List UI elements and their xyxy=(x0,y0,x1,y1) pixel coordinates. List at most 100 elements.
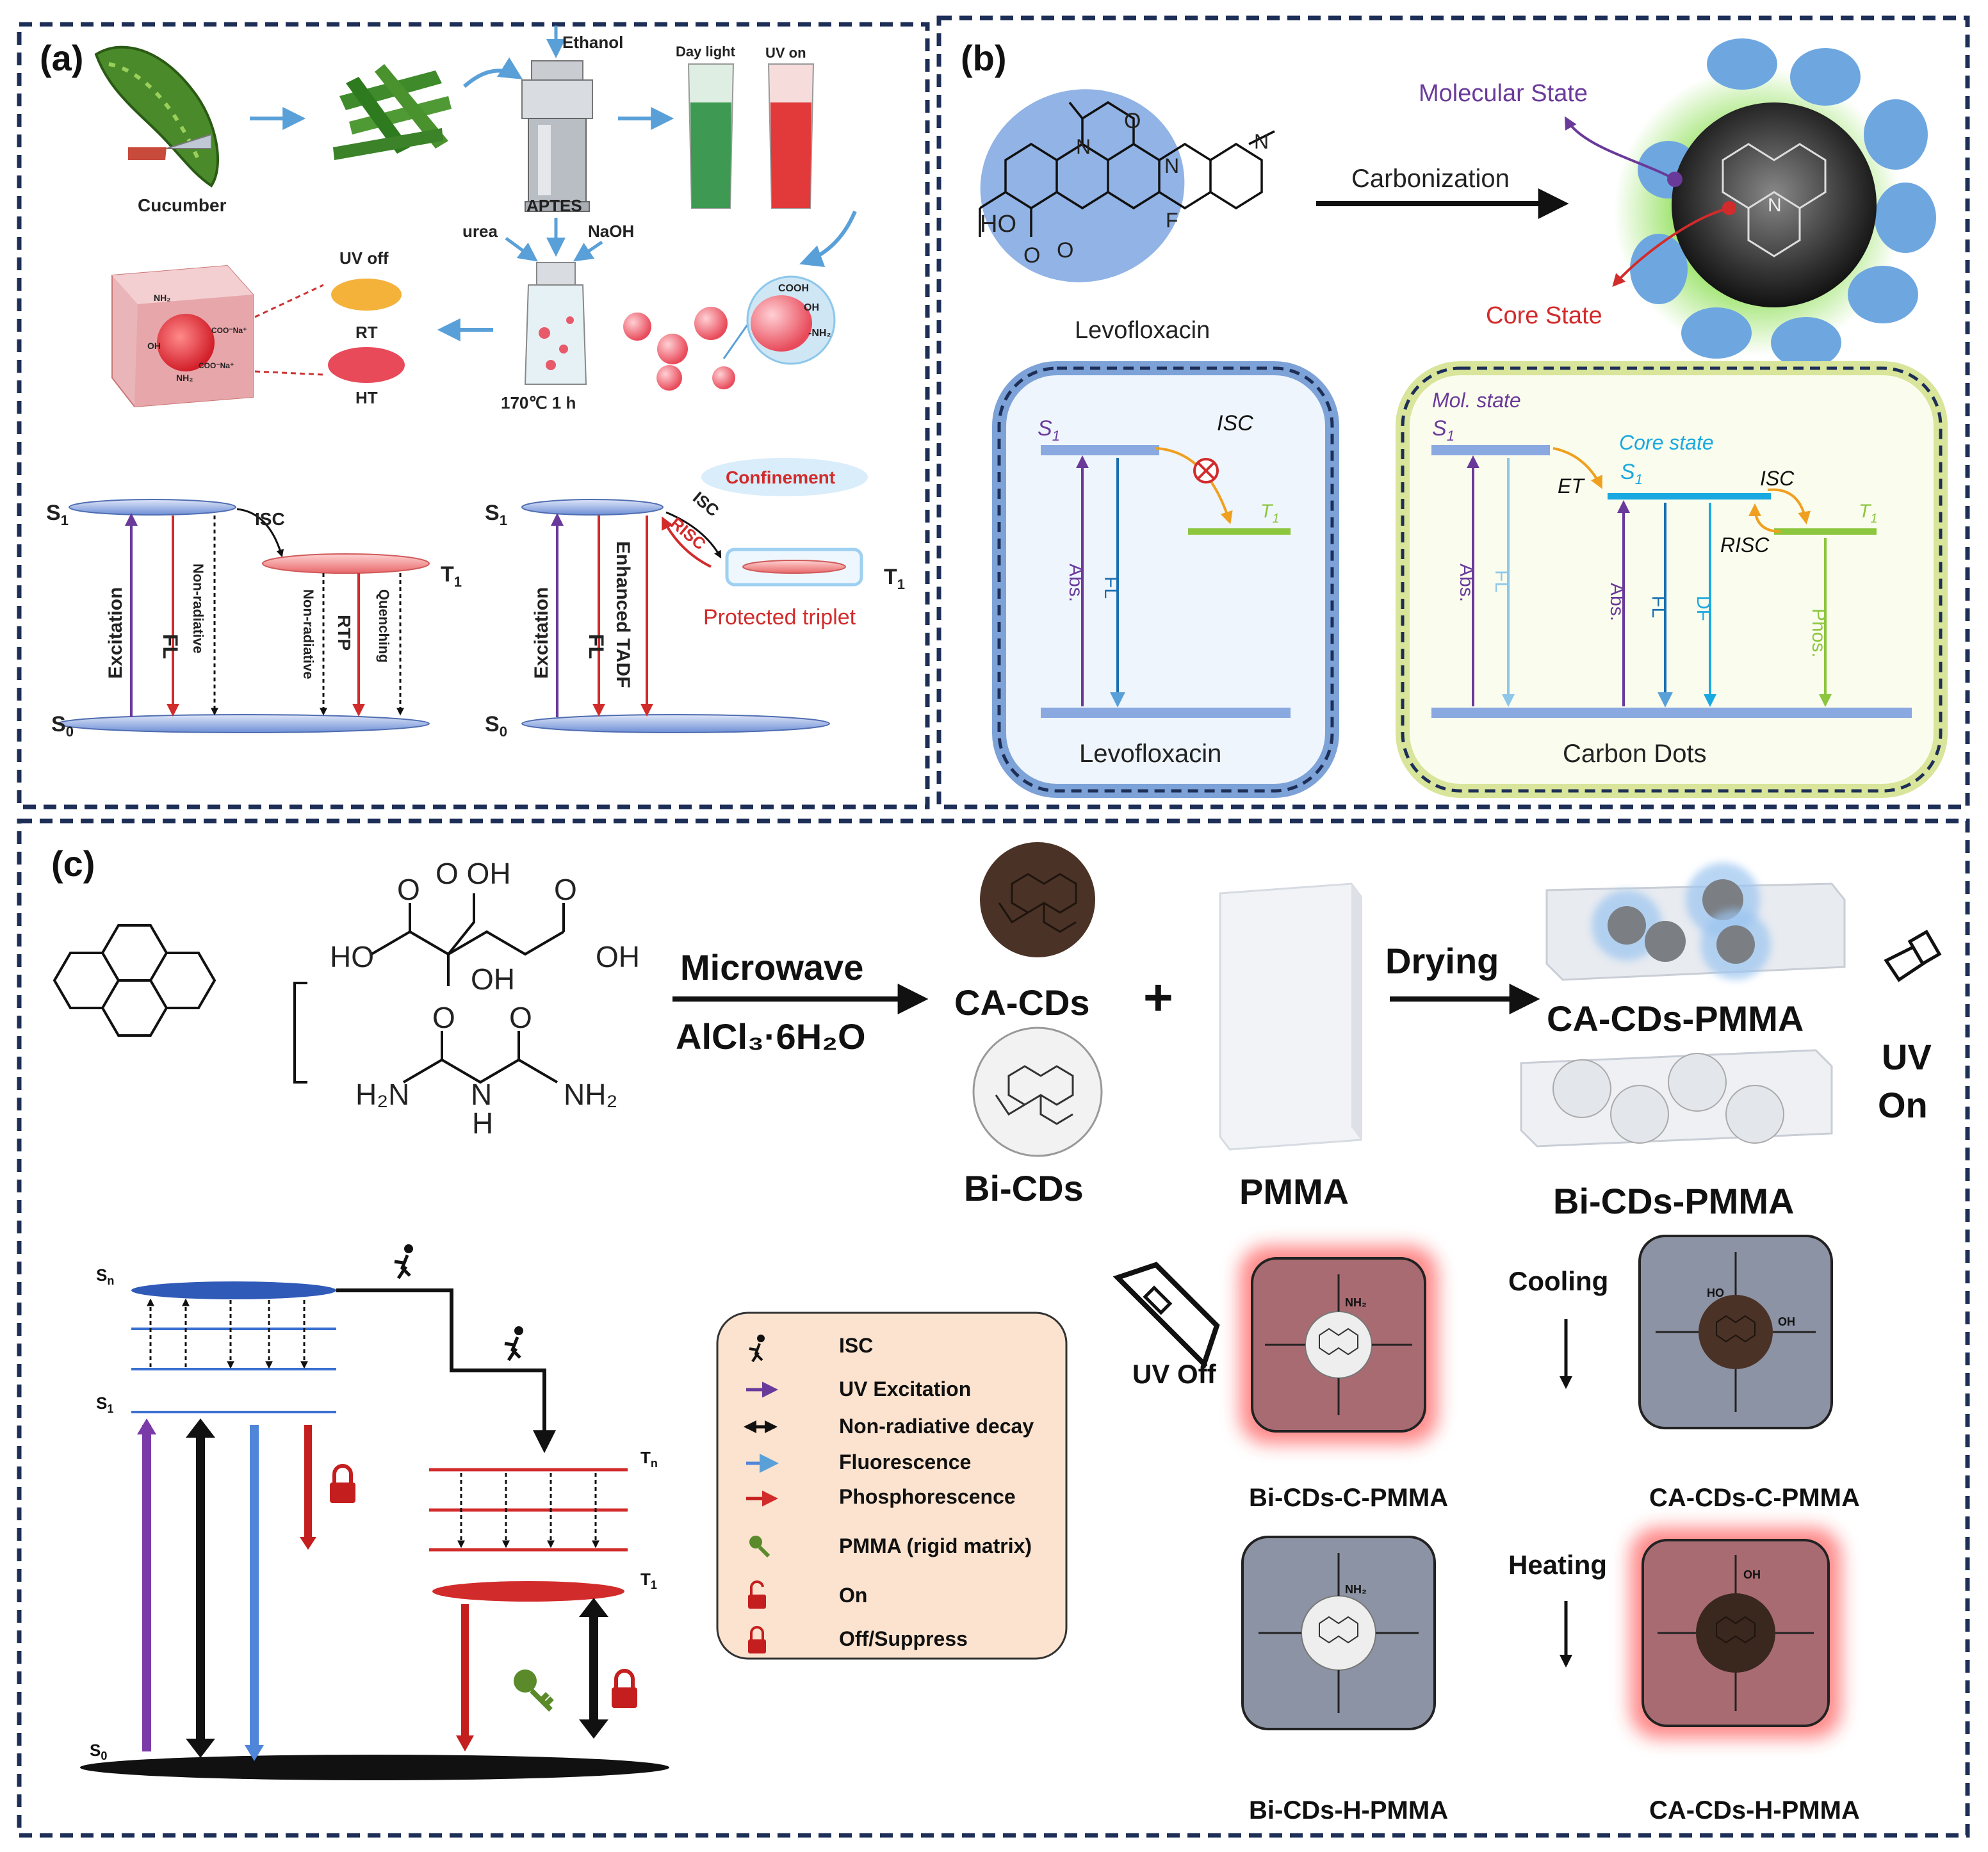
c-sn: Sn xyxy=(96,1265,114,1287)
naoh-label: NaOH xyxy=(588,222,634,241)
cucumber-strips xyxy=(333,64,452,160)
biuret-o2: O xyxy=(509,1001,532,1034)
ca-c-ho-label: HO xyxy=(1707,1287,1724,1299)
ca-c-oh-label: OH xyxy=(1778,1315,1795,1328)
microwave-label: Microwave xyxy=(680,947,863,987)
silica-cube xyxy=(111,264,324,408)
levo-n1: N xyxy=(1076,135,1091,158)
cell-ca-h-pmma xyxy=(1630,1527,1841,1739)
a-right-s0: S0 xyxy=(485,712,507,740)
cucumber-label: Cucumber xyxy=(138,195,227,215)
levo-f: F xyxy=(1166,209,1178,232)
legend-lock-icon xyxy=(748,1626,766,1653)
levo-levels xyxy=(1041,445,1291,718)
a-left-rtp: RTP xyxy=(334,615,354,651)
cd-fl: FL xyxy=(1491,570,1512,592)
cd-mol-state: Mol. state xyxy=(1432,389,1521,412)
oh-label: OH xyxy=(804,302,819,313)
uv-on-label: UV on xyxy=(765,45,806,61)
cd-abs2: Abs. xyxy=(1606,583,1627,621)
uv-off-flashlight-icon xyxy=(1112,1262,1220,1369)
c-s0: S0 xyxy=(90,1741,107,1762)
cooh-label: COOH xyxy=(778,283,809,294)
pyrene-structure xyxy=(53,924,216,1037)
cucumber-illustration xyxy=(94,45,219,188)
levo-o2: O xyxy=(1023,243,1040,268)
pmma-slab xyxy=(1219,882,1362,1151)
panel-a-jablonski-left xyxy=(57,499,430,733)
a-right-protected: Protected triplet xyxy=(703,605,856,630)
cd-core-s1: S1 xyxy=(1620,460,1643,487)
legend-runner-icon xyxy=(749,1335,765,1363)
uv-off-label-c: UV Off xyxy=(1132,1359,1217,1389)
ca-cds-dot xyxy=(980,842,1095,957)
c-t1: T1 xyxy=(640,1570,657,1591)
ca-cds-pmma-label: CA-CDs-PMMA xyxy=(1547,998,1804,1039)
arrow-a2 xyxy=(463,57,523,88)
biuret-nh: N xyxy=(471,1078,492,1111)
pmma-label: PMMA xyxy=(1239,1171,1349,1212)
molecular-state-dot xyxy=(1667,172,1682,187)
urea-arrow xyxy=(505,236,538,262)
levo-name: Levofloxacin xyxy=(1075,317,1210,344)
levofloxacin-blob xyxy=(980,89,1185,282)
lock-icon xyxy=(330,1464,355,1503)
a-left-excitation: Excitation xyxy=(105,587,126,679)
panel-a-jablonski-right xyxy=(521,458,868,733)
citric-acid-structure xyxy=(370,893,565,986)
levo-ho: HO xyxy=(980,211,1016,238)
cube-coo-1: COO⁻Na⁺ xyxy=(211,326,247,335)
key-icon xyxy=(514,1669,554,1712)
ca-c-pmma-label: CA-CDs-C-PMMA xyxy=(1649,1484,1860,1512)
levo-n3: N xyxy=(1254,130,1269,153)
bi-cds-label: Bi-CDs xyxy=(964,1168,1084,1208)
ca-h-oh-label: OH xyxy=(1743,1568,1761,1581)
cd-energy-box-dash xyxy=(1401,366,1943,793)
panel-a-label: (a) xyxy=(40,38,83,78)
a-right-excitation: Excitation xyxy=(531,587,552,679)
carbon-dot-glowing: N xyxy=(1614,38,1936,368)
ca-ho-left: HO xyxy=(330,940,374,973)
legend-key-icon xyxy=(749,1536,770,1558)
legend-labels: ISC UV Excitation Non-radiative decay Fl… xyxy=(839,1334,1034,1650)
arrow-a4 xyxy=(799,210,857,268)
legend-label-0: ISC xyxy=(839,1334,873,1357)
panel-c-jablonski xyxy=(80,1281,669,1780)
legend-label-5: PMMA (rigid matrix) xyxy=(839,1534,1032,1557)
naoh-arrow xyxy=(573,240,603,262)
a-right-tadf: Enhanced TADF xyxy=(612,541,633,688)
levo-box-title: Levofloxacin xyxy=(1079,740,1221,768)
rt-powder xyxy=(331,279,402,311)
a-right-isc: ISC xyxy=(689,488,723,521)
cd-risc: RISC xyxy=(1720,533,1770,556)
lock-icon-2 xyxy=(612,1669,637,1708)
vial-daylight xyxy=(687,63,735,209)
core-state-label: Core State xyxy=(1486,302,1602,329)
a-left-nonrad2: Non-radiative xyxy=(300,589,316,679)
runner-icon-2 xyxy=(504,1326,523,1361)
core-state-pointer xyxy=(1612,207,1730,287)
carbon-dot-particles xyxy=(623,275,836,391)
heating-label: Heating xyxy=(1508,1550,1607,1580)
biuret-h: H xyxy=(472,1107,493,1140)
nh2-label: -NH₂ xyxy=(808,328,831,339)
cd-s1: S1 xyxy=(1432,416,1454,444)
levo-o1: O xyxy=(1124,109,1141,133)
alcl3-label: AlCl₃·6H₂O xyxy=(676,1016,866,1057)
ca-cds-label: CA-CDs xyxy=(954,982,1090,1023)
cell-bi-h-pmma xyxy=(1241,1536,1436,1730)
levo-s1: S1 xyxy=(1038,416,1060,444)
ca-cds-pmma-plate xyxy=(1545,863,1846,981)
vial-uv xyxy=(767,63,815,209)
plus-sign: + xyxy=(1143,969,1173,1026)
legend-label-7: Off/Suppress xyxy=(839,1627,968,1650)
c-tn: Tn xyxy=(640,1448,658,1470)
bi-cds-dot xyxy=(972,1027,1103,1157)
legend-icons xyxy=(744,1335,779,1653)
ca-oh-mid: OH xyxy=(471,963,515,996)
levo-o3: O xyxy=(1057,238,1073,263)
panel-b-frame xyxy=(936,15,1970,809)
carbonization-label: Carbonization xyxy=(1351,165,1510,193)
molecular-state-label: Molecular State xyxy=(1419,80,1588,107)
